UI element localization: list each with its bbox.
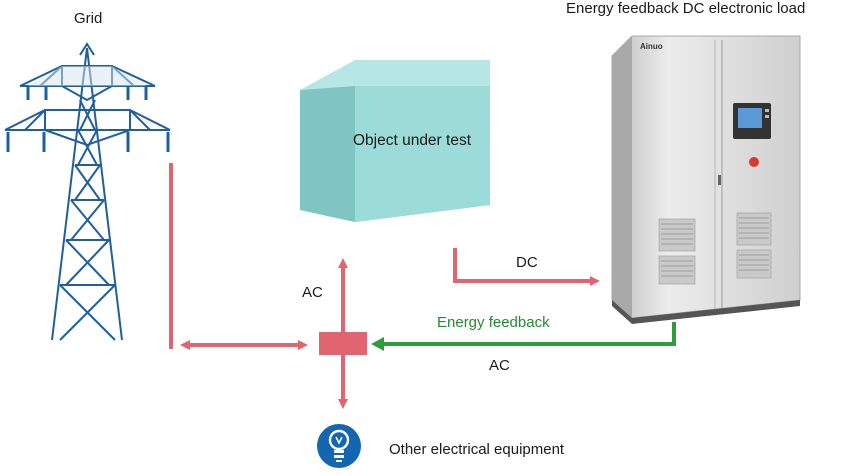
- brand-logo: Ainuo: [640, 42, 663, 51]
- energy-feedback-arrow: [371, 322, 676, 351]
- lightbulb-icon: [317, 424, 361, 468]
- junction-box: [319, 332, 367, 355]
- ac-top-label: AC: [302, 284, 323, 301]
- energy-feedback-label: Energy feedback: [437, 314, 550, 331]
- object-under-test-box: [300, 60, 490, 222]
- tower-arm-fill: [28, 66, 146, 86]
- electronic-load-cabinet-icon: [611, 35, 801, 324]
- dc-arrow: [453, 248, 600, 286]
- ac-bottom-label: AC: [489, 357, 510, 374]
- other-equipment-label: Other electrical equipment: [389, 441, 565, 458]
- transmission-tower-icon: [4, 42, 171, 341]
- dc-label: DC: [516, 254, 538, 271]
- load-title: Energy feedback DC electronic load: [566, 0, 806, 17]
- object-under-test-label: Object under test: [352, 132, 472, 149]
- grid-label: Grid: [74, 10, 103, 27]
